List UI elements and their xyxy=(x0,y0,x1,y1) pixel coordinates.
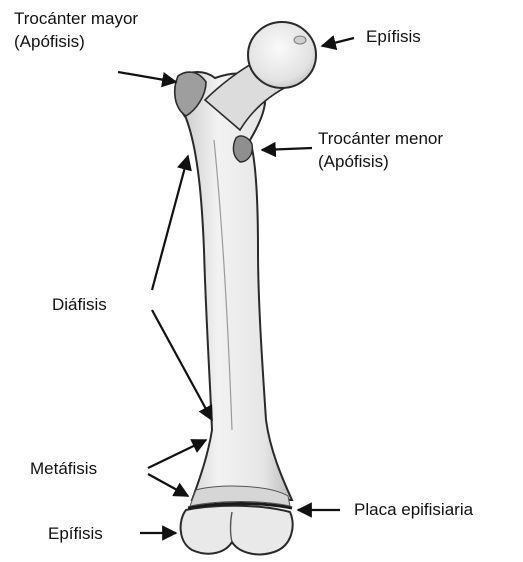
distal-condyles xyxy=(181,506,293,555)
arrow-lesser-trochanter xyxy=(262,148,312,150)
label-proximal-epiphysis: Epífisis xyxy=(366,26,421,47)
label-distal-epiphysis: Epífisis xyxy=(48,523,103,544)
femur-shaft xyxy=(178,72,292,500)
arrow-metaphysis-down xyxy=(148,474,188,496)
label-lesser-trochanter-subtitle: (Apófisis) xyxy=(318,151,389,172)
arrow-diaphysis-down xyxy=(152,310,212,420)
label-epiphyseal-plate: Placa epifisiaria xyxy=(354,499,473,520)
arrow-diaphysis-up xyxy=(152,156,188,290)
lesser-trochanter xyxy=(233,136,252,162)
femoral-head xyxy=(248,22,316,88)
label-greater-trochanter: Trocánter mayor xyxy=(14,8,138,29)
femur-bone xyxy=(175,22,316,554)
label-greater-trochanter-subtitle: (Apófisis) xyxy=(14,31,85,52)
arrow-metaphysis-up xyxy=(148,440,206,468)
label-diaphysis: Diáfisis xyxy=(52,294,107,315)
fovea-mark xyxy=(294,36,306,44)
arrow-proximal-epiphysis xyxy=(322,38,354,46)
label-metaphysis: Metáfisis xyxy=(30,458,97,479)
arrow-greater-trochanter xyxy=(118,72,176,82)
label-lesser-trochanter: Trocánter menor xyxy=(318,128,443,149)
